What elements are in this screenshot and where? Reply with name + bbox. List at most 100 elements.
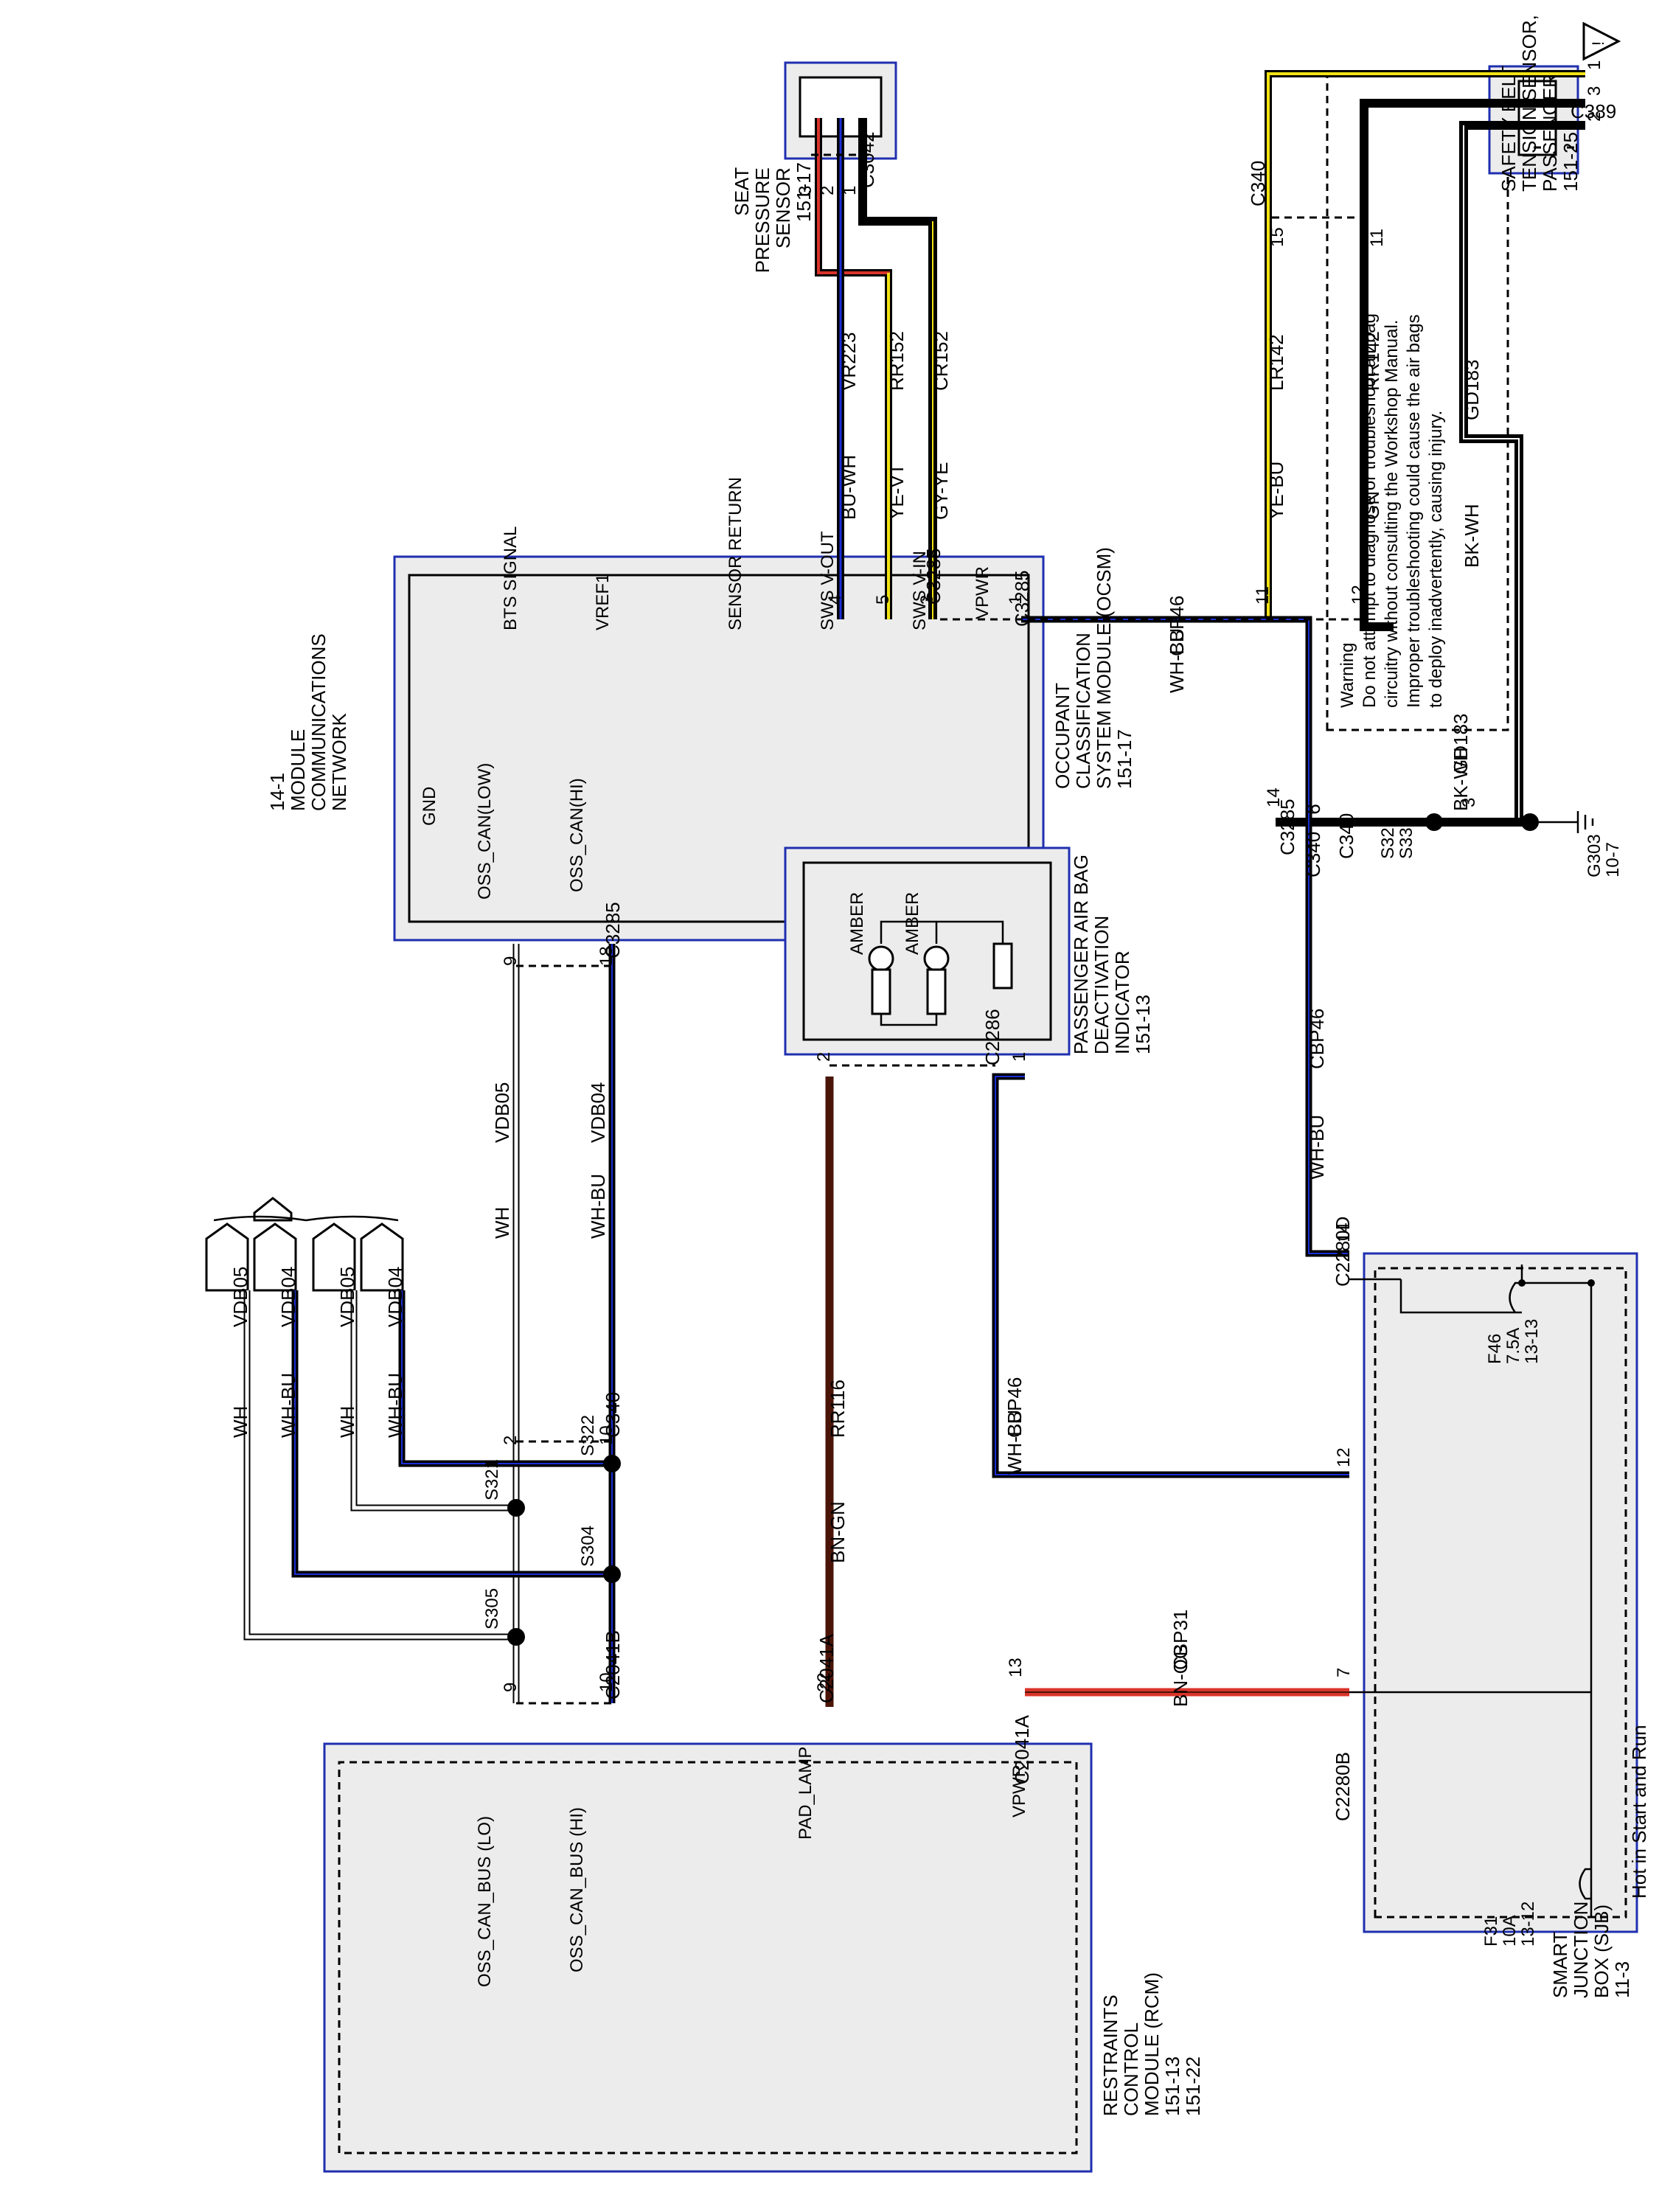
pin-3-c340: 3	[1459, 798, 1479, 807]
network-label: 14-1 MODULE COMMUNICATIONS NETWORK	[266, 628, 350, 811]
ocsm-pin-sws-vin: SWS V-IN	[910, 551, 930, 630]
conn-c3285-top: C3285	[922, 548, 945, 605]
wire-label-rr152: RR152	[886, 331, 908, 391]
network-connector-vdb04-a	[253, 1197, 293, 1222]
wire-label-ye-bu: YE-BU	[1265, 462, 1287, 520]
rcm-outer-box	[323, 1742, 1093, 2173]
hot-in-start-run-label: Hot in Start and Run	[1628, 1725, 1650, 1899]
pin-4-ocsm: 4	[825, 595, 845, 605]
warning-triangle-icon	[1582, 21, 1621, 61]
pin-13-rcm: 13	[1006, 1658, 1026, 1677]
conn-c340-6: C340 - 6	[1302, 804, 1324, 877]
wire-label-vdb05-2: VDB05	[229, 1267, 251, 1327]
wire-label-vdb04-trunk: VDB04	[587, 1082, 609, 1143]
ocsm-module: OCCUPANT CLASSIFICATION SYSTEM MODULE (O…	[393, 477, 1135, 942]
wire-label-rr142: RR142	[1361, 331, 1383, 391]
splice-s332-dot	[1425, 813, 1443, 831]
pad-label: PASSENGER AIR BAG DEACTIVATION INDICATOR…	[1070, 849, 1154, 1054]
conn-c2280b: C2280B	[1332, 1752, 1354, 1821]
module-communications-network: 14-1 MODULE COMMUNICATIONS NETWORK	[205, 628, 404, 1292]
wire-branch-vdb05-s305-fill	[245, 1290, 516, 1639]
pin-1-seat: 1	[840, 186, 860, 195]
network-connector-4	[360, 1222, 404, 1292]
splice-s321-label: S321	[482, 1459, 502, 1500]
conn-c340-top: C340	[1247, 161, 1269, 206]
splice-s322-dot	[603, 1455, 621, 1472]
smart-junction-box: SMART JUNCTION BOX (SJB) 11-3 Hot in Sta…	[1349, 1252, 1650, 1998]
wire-label-cbp46-top: CBP46	[1166, 596, 1188, 656]
wire-gd183-stripe	[1463, 125, 1520, 822]
ocsm-pin-sensor-return: SENSOR RETURN	[726, 477, 745, 630]
rcm-pin-can-lo: OSS_CAN_BUS (LO)	[475, 1816, 495, 1987]
fuse-f46-icon	[1438, 1281, 1522, 1314]
pin-2-belt: 2	[1585, 112, 1604, 122]
wire-gd183-bk-wh	[1459, 121, 1585, 822]
pad-indicator: PASSENGER AIR BAG DEACTIVATION INDICATOR…	[784, 846, 1154, 1056]
conn-c3042: C3042	[856, 131, 878, 188]
warning-text: Warning Do not attempt to diagnose or tr…	[1338, 308, 1446, 708]
wire-label-wh-bu-trunk: WH-BU	[587, 1174, 609, 1239]
conn-c340-gnd: C340	[1335, 813, 1357, 859]
rcm-label: RESTRAINTS CONTROL MODULE (RCM) 151-13 1…	[1099, 1967, 1204, 2116]
seat-pressure-sensor-label: SEAT PRESSURE SENSOR 151-17	[731, 162, 815, 273]
splice-s305-label: S305	[482, 1588, 502, 1630]
wire-cbp46-pad-stripe	[995, 1076, 1349, 1475]
conn-c340-can: C340	[602, 1392, 624, 1438]
conn-c3285-gnd: C3285	[1276, 799, 1298, 855]
sjb-bus-node-1	[1587, 1279, 1595, 1287]
warning-exclamation-icon: !	[1589, 41, 1607, 46]
sjb-inner-box	[1374, 1267, 1627, 1919]
pin-10-c340: 10	[597, 1425, 616, 1445]
wire-label-wh-bu-2: WH-BU	[277, 1373, 299, 1438]
fuse-f31-label: F31 10A 13-12	[1481, 1902, 1538, 1947]
wire-label-vdb05-trunk: VDB05	[491, 1082, 513, 1143]
wire-label-vdb05-1: VDB05	[336, 1267, 358, 1327]
conn-c3285-can: C3285	[602, 902, 624, 959]
wire-branch-vdb04-s304-stripe	[294, 1290, 612, 1575]
wire-label-vdb04-2: VDB04	[277, 1267, 299, 1327]
wire-label-bn-og: BN-OG	[1169, 1644, 1192, 1707]
wire-label-gn: GN	[1361, 491, 1383, 520]
wire-cbp46-pad	[992, 1073, 1349, 1478]
wire-label-wh-bu-pad: WH-BU	[1004, 1410, 1026, 1475]
fuse-f31-icon	[1579, 1868, 1591, 1900]
ocsm-pin-can-low: OSS_CAN(LOW)	[475, 763, 495, 900]
pin-7-sjb: 7	[1334, 1668, 1354, 1677]
rcm-pin-vpwr: VPWR	[1009, 1764, 1029, 1818]
conn-c389: C389	[1571, 100, 1616, 122]
wire-label-cbp46-mid: CBP46	[1306, 1009, 1328, 1069]
pin-10-rcm: 10	[597, 1672, 616, 1692]
wire-lr142-ye-bu	[1267, 72, 1585, 619]
wire-cbp46-ocsm-stripe	[1021, 619, 1349, 1254]
network-brace	[213, 1215, 399, 1222]
wire-label-bu-wh: BU-WH	[838, 455, 860, 520]
wire-label-wh-bu-1: WH-BU	[384, 1373, 406, 1438]
wire-label-gd183-gnd: GD183	[1450, 714, 1472, 774]
ocsm-pin-gnd: GND	[420, 787, 439, 826]
wire-label-bk-wh-top: BK-WH	[1461, 504, 1483, 568]
wire-label-rr116: RR116	[827, 1380, 849, 1438]
lamp-1-icon	[868, 945, 894, 972]
wire-label-cr152: CR152	[930, 331, 952, 391]
wire-label-wh-bu-top: WH-BU	[1166, 628, 1188, 693]
conn-c2041a-vpwr: C2041A	[1011, 1714, 1033, 1784]
sjb-f46-to-c2280d	[1399, 1279, 1438, 1314]
splice-s326-label: S326	[1378, 818, 1398, 859]
pad-internal-wiring	[880, 920, 1004, 1026]
pin-14-sjb: 14	[1334, 1222, 1354, 1242]
splice-s332-label: S332	[1397, 818, 1416, 859]
splice-s304-label: S304	[578, 1526, 598, 1567]
ground-label: G303 10-7	[1585, 830, 1623, 877]
rcm-pin-pad-lamp: PAD_LAMP	[796, 1747, 815, 1840]
splice-s304-dot	[603, 1565, 621, 1583]
sjb-outer-box	[1363, 1252, 1638, 1933]
network-connector-2	[253, 1222, 297, 1292]
wire-label-wh-trunk: WH	[491, 1207, 513, 1239]
pin-9-ocsm: 9	[501, 956, 521, 966]
wire-label-vdb04-1: VDB04	[384, 1267, 406, 1327]
conn-c2286: C2286	[981, 1009, 1004, 1065]
amber-label-1: AMBER	[847, 892, 867, 955]
pin-14-ocsm: 14	[1264, 787, 1284, 807]
